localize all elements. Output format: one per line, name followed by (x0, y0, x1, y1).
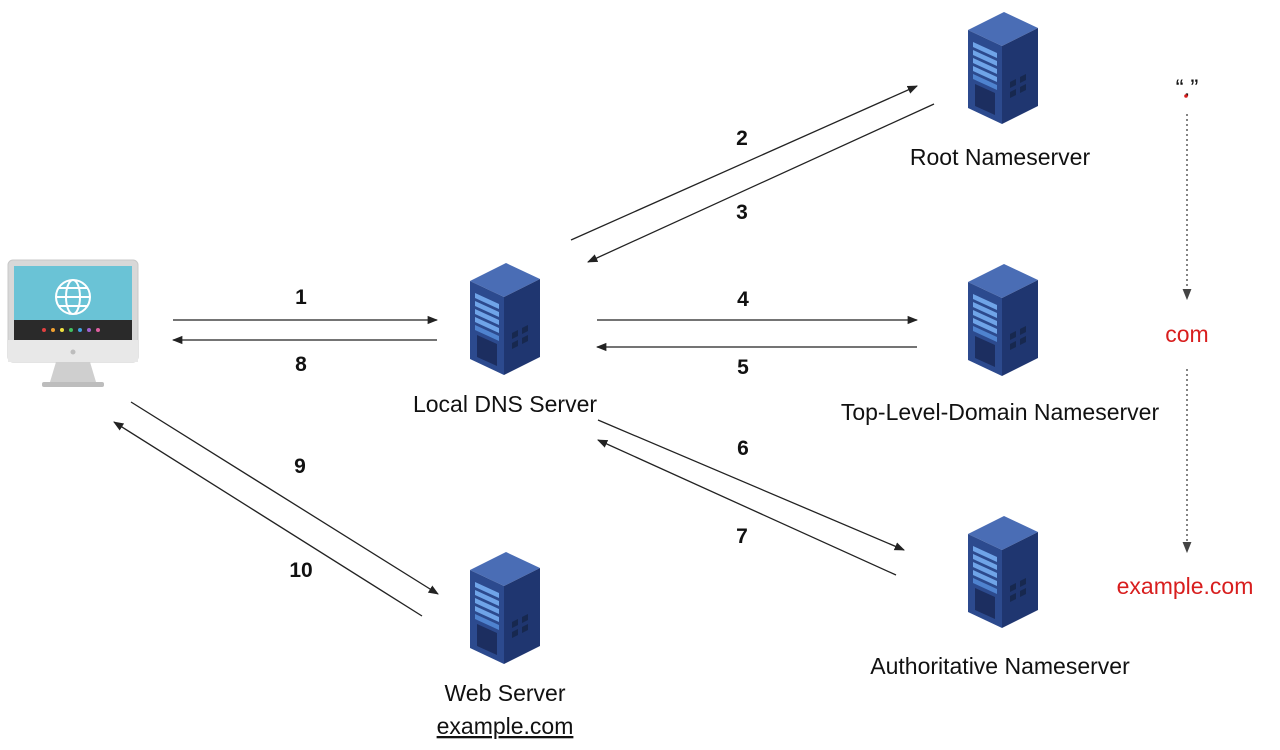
root-nameserver: Root Nameserver (910, 12, 1091, 170)
step-number-9: 9 (294, 455, 306, 478)
server-icon (968, 264, 1038, 376)
domain-hierarchy: “.” com example.com (1117, 75, 1254, 599)
arrow-step-7 (597, 439, 897, 576)
root-dot (1184, 94, 1188, 98)
root-nameserver-label: Root Nameserver (910, 144, 1091, 170)
arrow-step-6 (597, 419, 905, 551)
step-number-6: 6 (737, 437, 749, 460)
tld-nameserver-label: Top-Level-Domain Nameserver (841, 399, 1160, 425)
authoritative-nameserver-label: Authoritative Nameserver (870, 653, 1130, 679)
server-icon (968, 516, 1038, 628)
server-icon (470, 552, 540, 664)
hierarchy-root-label: “.” (1176, 75, 1199, 102)
authoritative-nameserver: Authoritative Nameserver (870, 516, 1130, 679)
step-number-8: 8 (295, 353, 307, 376)
step-number-3: 3 (736, 201, 748, 224)
local-dns-label: Local DNS Server (413, 391, 597, 417)
step-number-10: 10 (289, 559, 312, 582)
arrow-step-9 (130, 401, 439, 595)
server-icon (968, 12, 1038, 124)
step-number-4: 4 (737, 288, 749, 311)
desktop-computer-icon (7, 259, 139, 387)
hierarchy-tld-label: com (1165, 321, 1208, 347)
tld-nameserver: Top-Level-Domain Nameserver (841, 264, 1160, 425)
hierarchy-domain-label: example.com (1117, 573, 1254, 599)
web-server-domain-label: example.com (437, 713, 574, 739)
step-number-7: 7 (736, 525, 748, 548)
arrow-step-2 (570, 85, 918, 241)
step-number-1: 1 (295, 286, 307, 309)
web-server: Web Server example.com (437, 552, 574, 739)
step-number-2: 2 (736, 127, 748, 150)
web-server-label: Web Server (444, 680, 565, 706)
local-dns-server: Local DNS Server (413, 263, 597, 417)
arrow-step-3 (587, 103, 935, 263)
step-number-5: 5 (737, 356, 749, 379)
server-icon (470, 263, 540, 375)
client-computer (7, 259, 139, 387)
arrow-step-10 (113, 421, 423, 617)
